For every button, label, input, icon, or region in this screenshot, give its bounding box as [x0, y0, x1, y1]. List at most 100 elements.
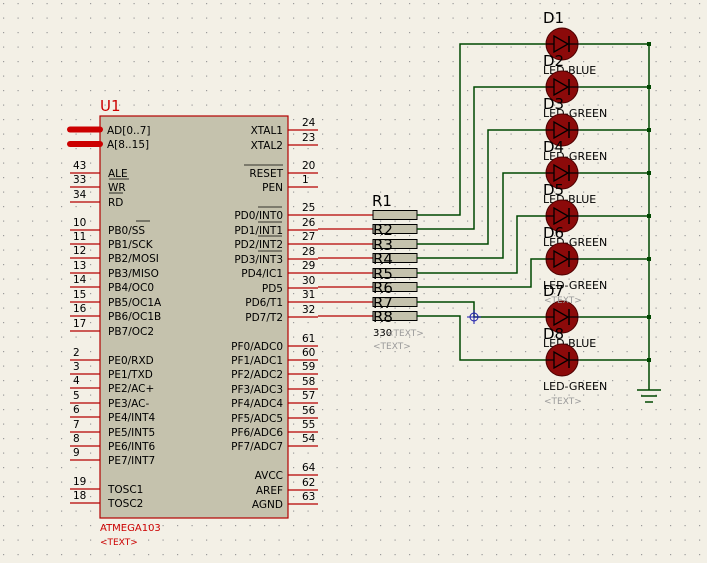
mcu-pin-label: PB4/OC0: [108, 282, 154, 294]
resistor-body[interactable]: [372, 210, 418, 220]
mcu-pin-label: PD6/T1: [245, 297, 283, 309]
led-wire: [417, 258, 546, 288]
mcu-pin-number: 58: [302, 376, 315, 388]
mcu-pin-number: 24: [302, 117, 316, 129]
mcu-pin-number: 64: [302, 462, 316, 474]
mcu-pin-label: XTAL2: [251, 140, 283, 152]
mcu-pin-number: 10: [73, 217, 86, 229]
mcu-pin-number: 14: [73, 274, 87, 286]
mcu-pin-number: 59: [302, 361, 315, 373]
mcu-pin-label: TOSC2: [107, 498, 143, 510]
mcu-pin-number: 62: [302, 477, 315, 489]
led-designator: D2: [543, 52, 564, 70]
mcu-designator: U1: [100, 97, 121, 115]
led-wire: [417, 215, 546, 274]
mcu-pin-label: PF0/ADC0: [231, 341, 283, 353]
led-designator: D6: [543, 224, 564, 242]
mcu-pin-number: 23: [302, 132, 315, 144]
led-array[interactable]: D1LED-BLUED2LED-GREEND3LED-GREEND4LED-BL…: [543, 9, 607, 393]
mcu-pin-label: XTAL1: [251, 125, 283, 137]
resistor-label: R2: [373, 221, 393, 239]
mcu-pin-number: 33: [73, 174, 86, 186]
resistor-label-r1: R1: [372, 192, 392, 210]
mcu-pin-label: AGND: [252, 499, 283, 511]
mcu-pin-number: 6: [73, 404, 80, 416]
mcu-pin-label: TOSC1: [107, 484, 143, 496]
mcu-pin-label: PD2/INT2: [234, 239, 283, 251]
led-text-placeholder-1: <TEXT>: [544, 397, 582, 407]
mcu-pin-label: PF6/ADC6: [231, 427, 283, 439]
mcu-pin-label: PB6/OC1B: [108, 311, 161, 323]
mcu-pin-number: 28: [302, 246, 315, 258]
led-wire: [417, 172, 546, 259]
led-wire: [417, 86, 546, 230]
mcu-pin-label: PB2/MOSI: [108, 253, 159, 265]
resistor-label: R7: [373, 294, 393, 312]
junction-crosshair-icon[interactable]: [467, 310, 481, 324]
mcu-pin-number: 34: [73, 189, 87, 201]
mcu-pin-label: PD7/T2: [245, 312, 283, 324]
mcu-pin-label: PE7/INT7: [108, 455, 155, 467]
mcu-pin-number: 1: [302, 174, 309, 186]
mcu-left-pins: 43ALE33WR34RD10PB0/SS11PB1/SCK12PB2/MOSI…: [70, 160, 162, 510]
mcu-pin-number: 57: [302, 390, 315, 402]
mcu-u1[interactable]: U1 ATMEGA103 <TEXT> AD[0..7] A[8..15] 43…: [67, 97, 318, 548]
mcu-pin-number: 18: [73, 490, 86, 502]
mcu-pin-label: PB1/SCK: [108, 239, 154, 251]
mcu-pin-label: WR: [108, 182, 126, 194]
led-value: LED-GREEN: [543, 380, 607, 393]
mcu-pin-label: PF3/ADC3: [231, 384, 283, 396]
led-designator: D1: [543, 9, 564, 27]
mcu-pin-number: 56: [302, 405, 316, 417]
mcu-body[interactable]: [99, 115, 289, 519]
mcu-pin-label: PE1/TXD: [108, 369, 153, 381]
mcu-pin-label: RD: [108, 197, 123, 209]
mcu-pin-number: 55: [302, 419, 315, 431]
mcu-pin-number: 27: [302, 231, 315, 243]
mcu-pin-label: PF5/ADC5: [231, 413, 283, 425]
led-designator: D4: [543, 138, 564, 156]
mcu-pin-number: 20: [302, 160, 315, 172]
mcu-pin-label: PD4/IC1: [241, 268, 283, 280]
mcu-pin-label: PD1/INT1: [234, 225, 283, 237]
mcu-pin-number: 3: [73, 361, 80, 373]
mcu-pin-number: 30: [302, 275, 315, 287]
mcu-pin-number: 61: [302, 333, 315, 345]
mcu-pin-label: PE0/RXD: [108, 355, 154, 367]
mcu-pin-number: 11: [73, 231, 86, 243]
mcu-pin-label: PE5/INT5: [108, 427, 155, 439]
mcu-pin-label: PD5: [262, 283, 283, 295]
mcu-pin-number: 63: [302, 491, 315, 503]
mcu-pin-number: 43: [73, 160, 86, 172]
resistor-label: R3: [373, 236, 393, 254]
mcu-pin-label: PD3/INT3: [234, 254, 283, 266]
mcu-pin-label: PEN: [262, 182, 283, 194]
mcu-pin-label: PF7/ADC7: [231, 441, 283, 453]
mcu-pin-number: 4: [73, 375, 80, 387]
mcu-pin-label: AVCC: [255, 470, 283, 482]
mcu-pin-number: 2: [73, 347, 80, 359]
led-wire: [417, 301, 546, 318]
mcu-to-resistor-wires: [318, 214, 373, 317]
led-designator: D8: [543, 325, 564, 343]
led-wire: [417, 315, 546, 361]
led-designator: D3: [543, 95, 564, 113]
mcu-pin-label: PB5/OC1A: [108, 297, 162, 309]
led-designator: D7: [543, 282, 564, 300]
led-wire: [417, 43, 546, 216]
mcu-pin-number: 12: [73, 245, 86, 257]
bus-label-ad: AD[0..7]: [107, 125, 151, 137]
resistor-label: R5: [373, 265, 393, 283]
led-text-placeholder-2: <TEXT>: [544, 296, 582, 306]
led-wire: [417, 129, 546, 245]
mcu-pin-label: PB3/MISO: [108, 268, 159, 280]
mcu-pin-number: 5: [73, 390, 80, 402]
resistor-text-placeholder-2: <TEXT>: [373, 342, 411, 352]
mcu-pin-number: 8: [73, 433, 80, 445]
